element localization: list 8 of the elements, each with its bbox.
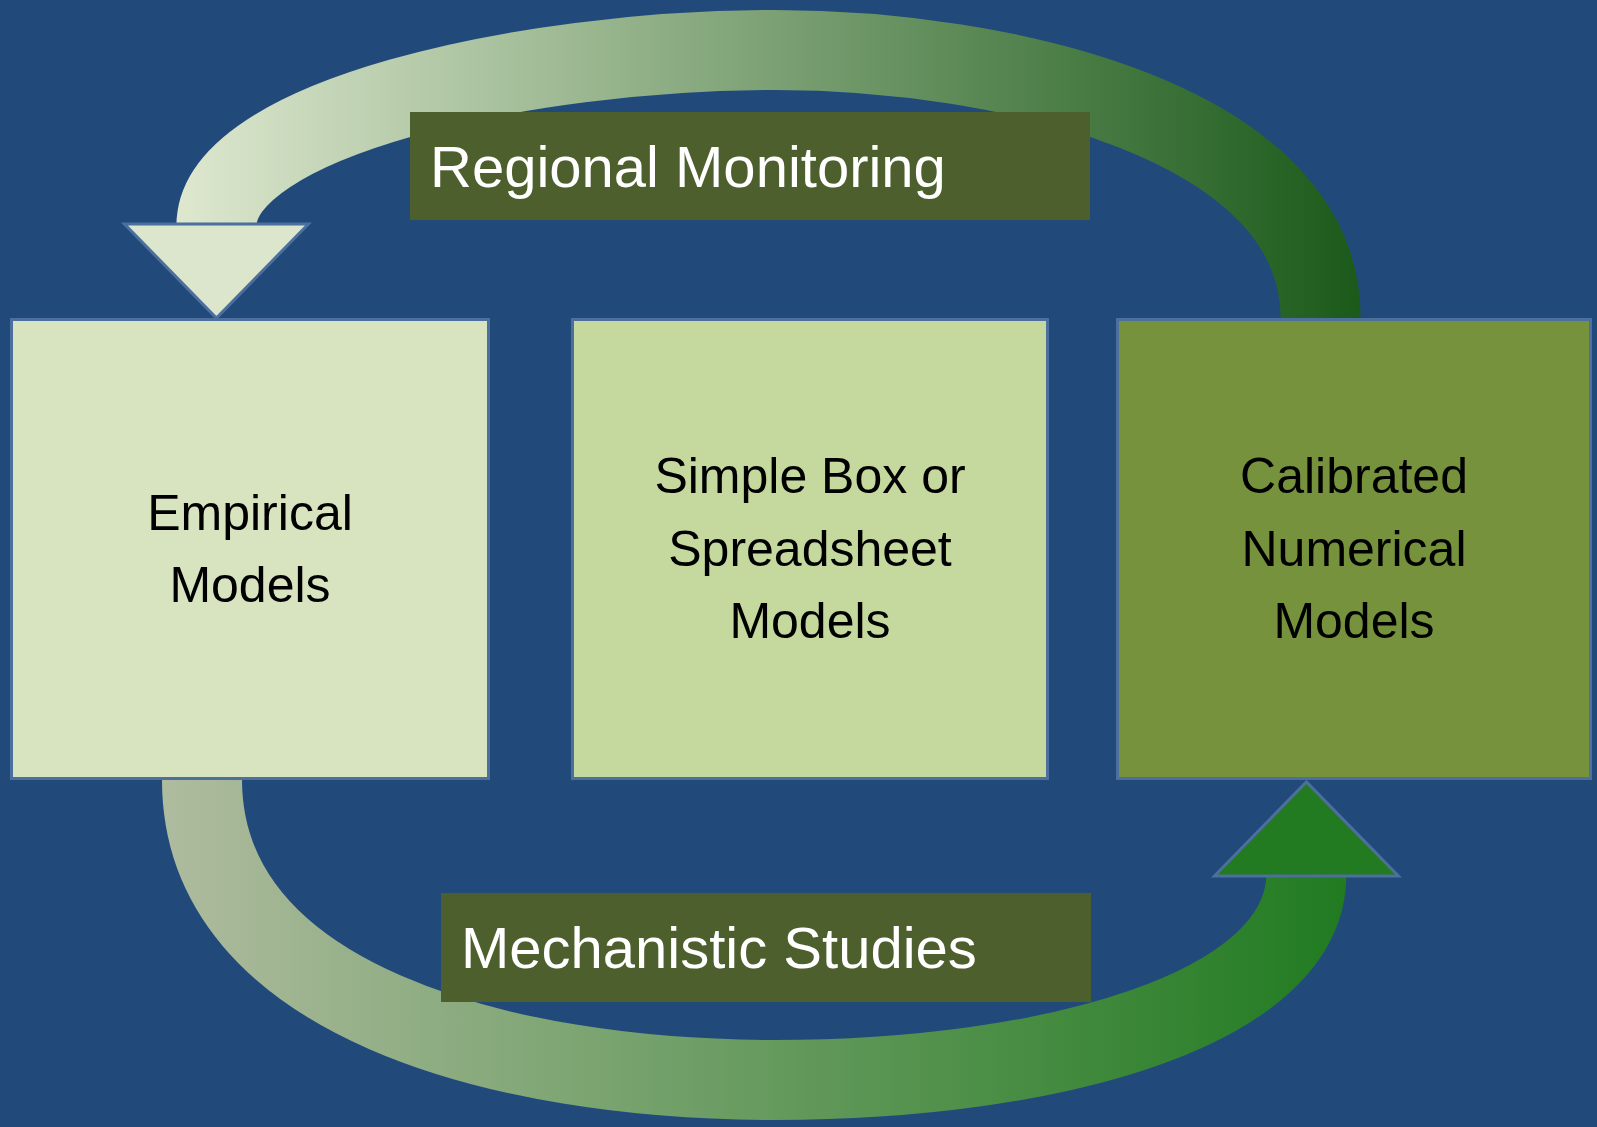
model-box <box>571 318 1049 780</box>
model-box <box>10 318 490 780</box>
edge-label: Regional Monitoring <box>410 112 1090 220</box>
box-label: Simple Box or Spreadsheet Models <box>653 447 967 652</box>
box-label: Empirical Models <box>146 483 354 615</box>
edge-label: Mechanistic Studies <box>441 893 1091 1002</box>
box-label: Calibrated Numerical Models <box>1239 447 1469 652</box>
model-box <box>1116 318 1592 780</box>
